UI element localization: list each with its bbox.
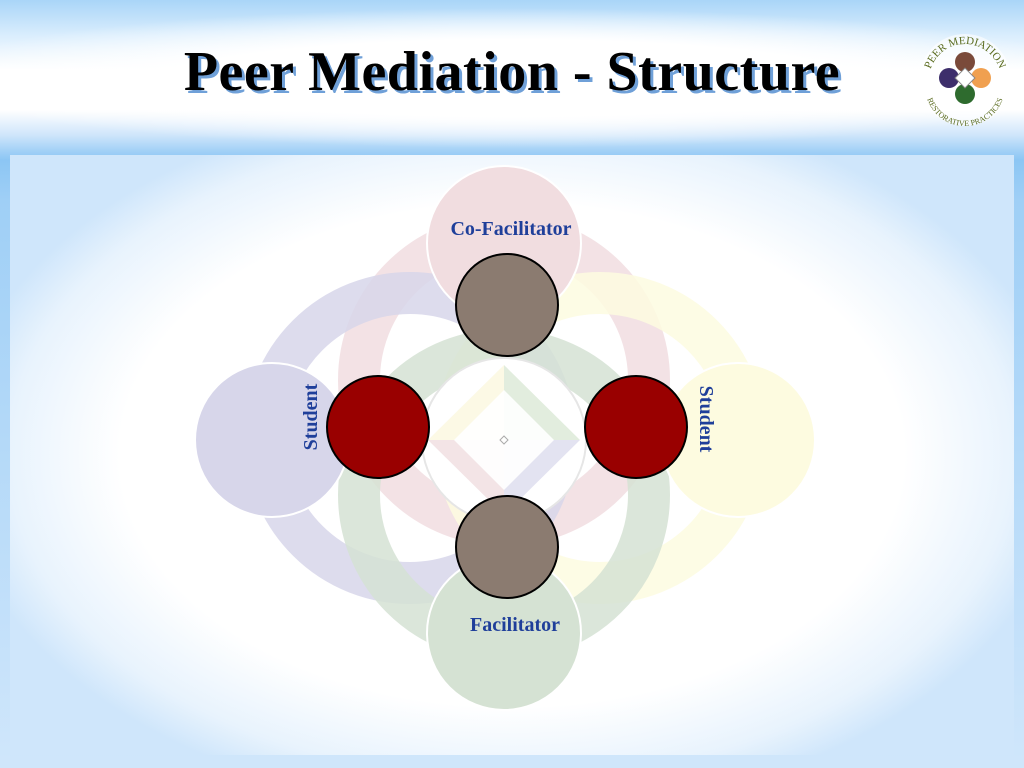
lobe-student-left [194, 362, 350, 518]
page-title: Peer Mediation - Structure [183, 41, 841, 103]
node-co-facilitator [455, 253, 559, 357]
label-student-right: Student [695, 386, 717, 453]
node-student-right [584, 375, 688, 479]
node-facilitator [455, 495, 559, 599]
node-layer [326, 253, 688, 599]
label-co-facilitator: Co-Facilitator [450, 218, 571, 240]
label-facilitator: Facilitator [470, 614, 560, 636]
title-band [0, 0, 1024, 150]
label-student-left: Student [300, 383, 322, 450]
peer-mediation-logo: PEER MEDIATION RESTORATIVE PRACTICES [919, 34, 1011, 128]
node-student-left [326, 375, 430, 479]
center-hub [421, 357, 587, 523]
content-area: Co-Facilitator Student Student Facilitat… [10, 155, 1014, 755]
structure-diagram: Co-Facilitator Student Student Facilitat… [194, 165, 816, 711]
